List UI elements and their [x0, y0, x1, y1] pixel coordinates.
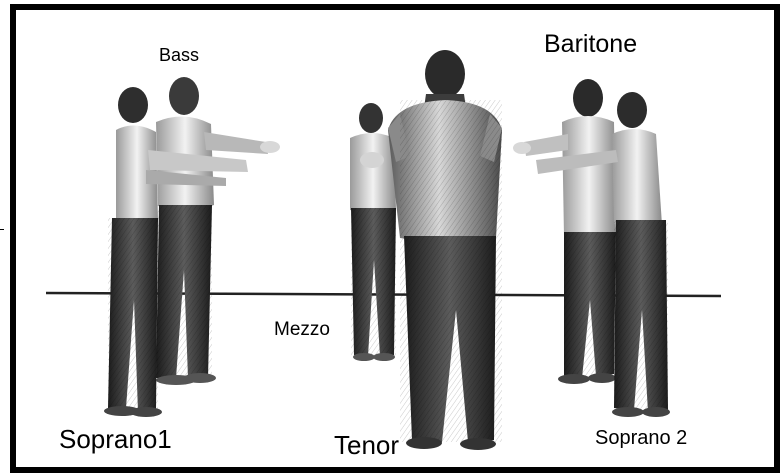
label-soprano2: Soprano 2	[595, 428, 687, 448]
margin-tick-mark	[0, 229, 4, 230]
bass-figure	[156, 77, 280, 385]
label-tenor: Tenor	[334, 432, 399, 458]
label-mezzo: Mezzo	[274, 320, 330, 339]
mezzo-figure	[350, 103, 396, 361]
label-soprano1: Soprano1	[59, 426, 172, 452]
label-baritone: Baritone	[544, 32, 637, 57]
tenor-figure	[388, 50, 502, 450]
label-bass: Bass	[159, 46, 199, 64]
singers-illustration	[16, 10, 774, 467]
illustration-frame: Bass Baritone Mezzo Soprano1 Tenor Sopra…	[10, 4, 780, 473]
baritone-figure	[513, 79, 616, 384]
